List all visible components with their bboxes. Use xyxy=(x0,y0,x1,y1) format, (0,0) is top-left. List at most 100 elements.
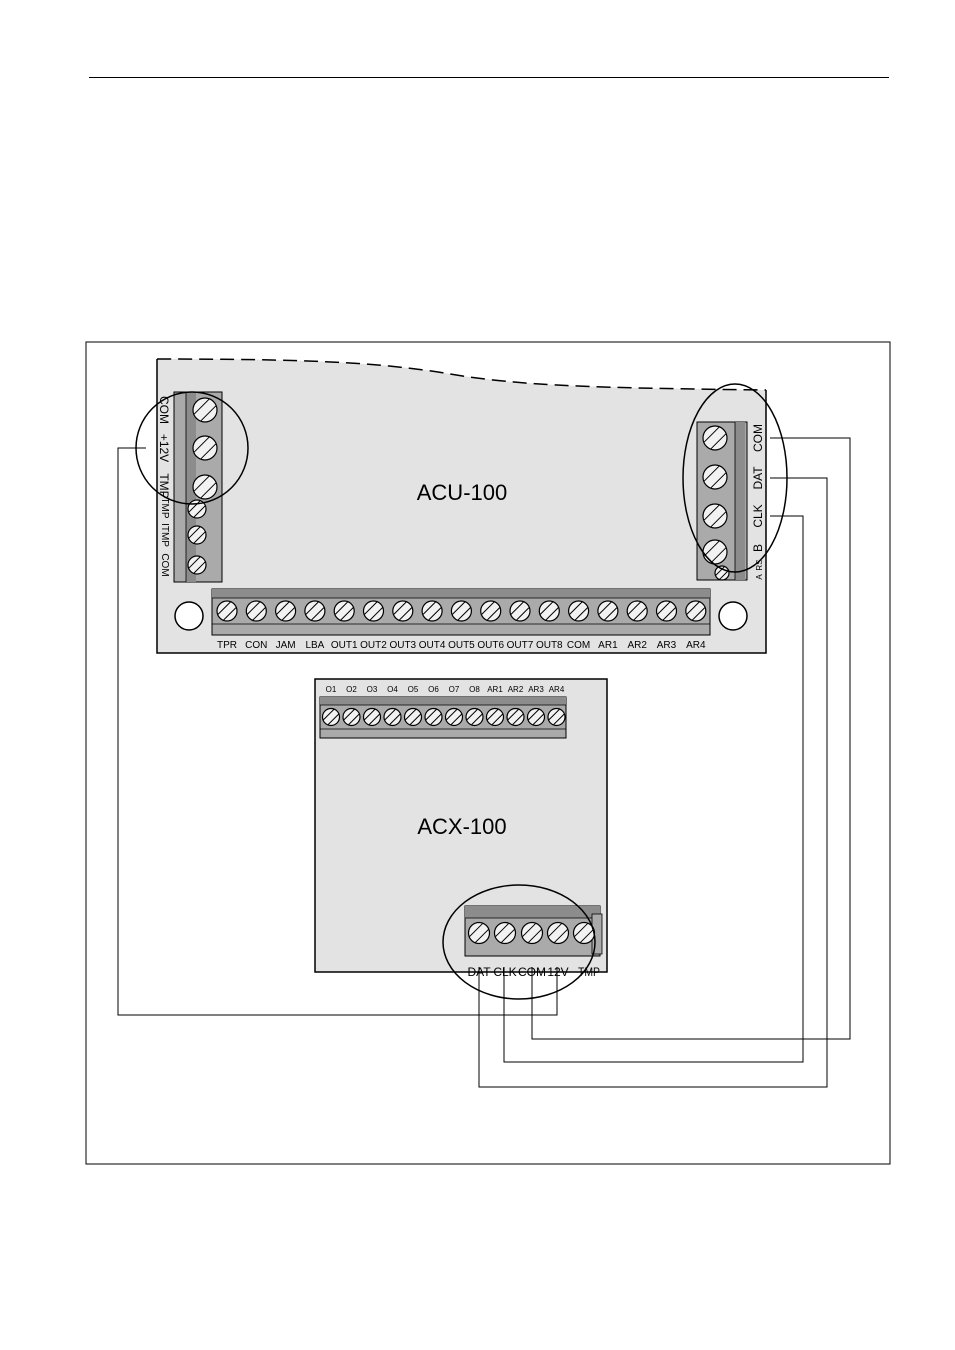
acu-bottom-label-out7: OUT7 xyxy=(507,640,534,651)
acx-bottom-screw-0 xyxy=(467,921,491,945)
diagram-frame xyxy=(85,341,891,1165)
acx-label-clk: CLK xyxy=(493,965,516,979)
acu-bottom-screw-7 xyxy=(421,600,443,622)
acx-top-label-o3: O3 xyxy=(367,685,378,694)
acx-top-label-o2: O2 xyxy=(346,685,357,694)
acu-bottom-screw-9 xyxy=(480,600,502,622)
wire-clk xyxy=(503,515,804,1063)
acx-top-label-ar4: AR4 xyxy=(549,685,565,694)
acu-right-screw-4 xyxy=(714,565,730,581)
acu-bottom-screw-5 xyxy=(362,600,385,622)
acu-left-label-12v: +12V xyxy=(157,434,171,462)
acu-bottom-screw-12 xyxy=(567,600,590,622)
acu-bottom-label-ar4: AR4 xyxy=(686,640,706,651)
acx-bottom-screw-3 xyxy=(546,921,570,945)
acu-right-screw-2 xyxy=(702,503,728,529)
acu-bottom-screw-6 xyxy=(392,600,414,622)
acu-mount-hole-right xyxy=(718,601,748,631)
acu-right-label-com: COM xyxy=(751,424,765,452)
acu-bottom-screw-2 xyxy=(275,600,297,622)
acu-left-screw-2 xyxy=(192,474,218,500)
acx-top-screw-5 xyxy=(424,707,443,727)
acu-board-cut-edge xyxy=(156,358,767,391)
acu-right-label-dat: DAT xyxy=(751,466,765,490)
wire-com xyxy=(531,437,851,1040)
acu-left-bottom-screws xyxy=(187,499,207,575)
acx-top-label-o6: O6 xyxy=(428,685,439,694)
acu-bottom-label-tpr: TPR xyxy=(217,640,237,651)
acx-title: ACX-100 xyxy=(417,814,506,839)
acu-board xyxy=(157,359,766,653)
acu-bottom-label-con: CON xyxy=(245,640,267,651)
acu-bottom-label-ar3: AR3 xyxy=(657,640,677,651)
acx-top-screw-7 xyxy=(465,707,484,727)
acu-bottom-label-out2: OUT2 xyxy=(360,640,387,651)
acx-top-terminal-strip xyxy=(319,696,567,739)
acx-bottom-screws xyxy=(467,921,596,945)
acu-bottom-label-out3: OUT3 xyxy=(389,640,416,651)
acx-top-screw-9 xyxy=(506,707,525,727)
acx-top-screw-8 xyxy=(485,707,505,727)
acu-bottom-screw-0 xyxy=(216,600,238,622)
acx-label-12v: 12V xyxy=(547,965,568,979)
acu-bottom-screw-14 xyxy=(626,600,648,622)
acu-left-top-screws xyxy=(192,397,218,500)
acu-bottom-label-ar1: AR1 xyxy=(598,640,618,651)
acu-bottom-screw-16 xyxy=(685,600,707,622)
acx-bottom-screw-2 xyxy=(520,921,544,945)
acx-top-label-ar2: AR2 xyxy=(508,685,524,694)
acu-bottom-label-out4: OUT4 xyxy=(419,640,446,651)
acu-right-screws xyxy=(702,425,730,581)
acu-bottom-screw-10 xyxy=(509,600,531,622)
acu-bottom-label-out6: OUT6 xyxy=(477,640,504,651)
acu-left-screw-1 xyxy=(192,435,218,461)
acu-bottom-screw-13 xyxy=(597,600,619,622)
acx-top-label-ar3: AR3 xyxy=(528,685,544,694)
acu-right-label-a: A xyxy=(755,574,764,580)
acx-bottom-screw-1 xyxy=(493,921,517,945)
acu-bottom-screw-15 xyxy=(655,600,678,622)
acu-bottom-screw-4 xyxy=(333,600,355,622)
acu-bottom-label-lba: LBA xyxy=(305,640,324,651)
acu-right-label-rs: RS xyxy=(755,559,764,570)
acu-left-lower-screw-1 xyxy=(187,525,207,545)
acx-top-label-ar1: AR1 xyxy=(487,685,503,694)
acu-bottom-screws xyxy=(216,600,707,622)
acu-left-lower-screw-2 xyxy=(187,555,207,575)
acu-board-outline xyxy=(156,359,767,654)
acu-bottom-label-ar2: AR2 xyxy=(627,640,647,651)
acx-bottom-magnifier xyxy=(442,884,596,1000)
acx-top-screw-4 xyxy=(403,707,423,727)
acu-bottom-label-jam: JAM xyxy=(276,640,296,651)
acx-top-screw-11 xyxy=(547,707,566,727)
acx-top-screw-0 xyxy=(321,707,341,727)
acu-left-label-tmp: TMP xyxy=(157,473,171,498)
acu-bottom-label-com: COM xyxy=(567,640,590,651)
acx-top-label-o5: O5 xyxy=(408,685,419,694)
acu-right-label-b: B xyxy=(751,544,765,552)
acu-right-screw-1 xyxy=(702,464,728,490)
acu-bottom-screw-3 xyxy=(304,600,326,622)
wire-12v xyxy=(117,447,558,1016)
acu-title: ACU-100 xyxy=(417,480,507,505)
header-rule xyxy=(89,77,889,78)
acu-right-label-clk: CLK xyxy=(751,504,765,527)
acu-left-label-itmp: ITMP xyxy=(159,523,170,547)
acx-top-screw-2 xyxy=(362,707,382,727)
acx-top-screw-10 xyxy=(526,707,546,727)
acu-bottom-label-out5: OUT5 xyxy=(448,640,475,651)
acu-bottom-label-out1: OUT1 xyxy=(331,640,358,651)
wire-dat xyxy=(478,477,828,1088)
acu-left-label-com: COM xyxy=(157,396,171,424)
acx-top-label-o4: O4 xyxy=(387,685,398,694)
acx-top-screw-6 xyxy=(444,707,464,727)
acu-right-screw-3 xyxy=(702,539,728,565)
acx-top-label-o8: O8 xyxy=(469,685,480,694)
acx-top-screw-3 xyxy=(383,707,402,727)
acu-left-screw-0 xyxy=(192,397,218,423)
acu-bottom-screw-11 xyxy=(538,600,560,622)
acu-left-label-tmp2: TMP xyxy=(159,497,170,518)
